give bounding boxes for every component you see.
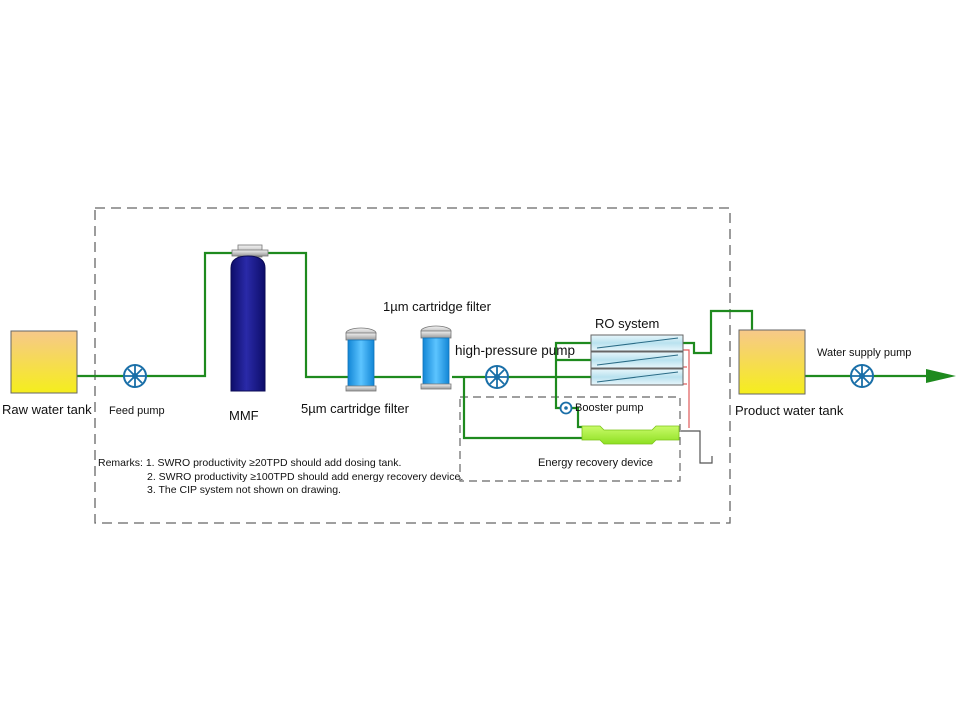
ro-system-label: RO system: [595, 316, 660, 331]
cartridge-filter-1um-label: 1µm cartridge filter: [383, 299, 491, 314]
booster-pump-icon: [559, 401, 573, 415]
remark-line-2: 2. SWRO productivity ≥100TPD should add …: [147, 470, 464, 483]
cartridge-filter-1um: [420, 325, 452, 390]
energy-recovery-device: [581, 425, 680, 445]
ro-membrane-array: [590, 334, 684, 386]
outlet-arrow: [926, 369, 956, 383]
booster-pump-label: Booster pump: [575, 402, 644, 414]
feed-pipes: [77, 251, 928, 440]
mmf-label: MMF: [229, 408, 259, 423]
feed-pump-icon: [123, 364, 147, 388]
remark-line-1: Remarks: 1. SWRO productivity ≥20TPD sho…: [98, 457, 402, 469]
concentrate-lines: [683, 349, 690, 428]
feed-pump-label: Feed pump: [109, 405, 165, 417]
raw-water-tank: [10, 330, 78, 394]
product-water-tank-label: Product water tank: [735, 403, 844, 418]
cartridge-filter-5um: [345, 327, 377, 392]
water-supply-pump-label: Water supply pump: [817, 347, 912, 359]
energy-recovery-device-label: Energy recovery device: [538, 457, 653, 469]
product-water-tank: [738, 329, 806, 395]
cartridge-filter-5um-label: 5µm cartridge filter: [301, 401, 409, 416]
drain-line: [681, 430, 713, 464]
high-pressure-pump-label: high-pressure pump: [455, 343, 576, 358]
high-pressure-pump-icon: [485, 365, 509, 389]
remark-line-3: 3. The CIP system not shown on drawing.: [147, 484, 341, 496]
energy-recovery-boundary: [459, 396, 681, 482]
system-boundary: [94, 207, 731, 524]
remarks-block: Remarks: 1. SWRO productivity ≥20TPD sho…: [98, 457, 463, 498]
raw-water-tank-label: Raw water tank: [2, 402, 92, 417]
water-supply-pump-icon: [850, 364, 874, 388]
mmf-vessel: [230, 244, 269, 392]
